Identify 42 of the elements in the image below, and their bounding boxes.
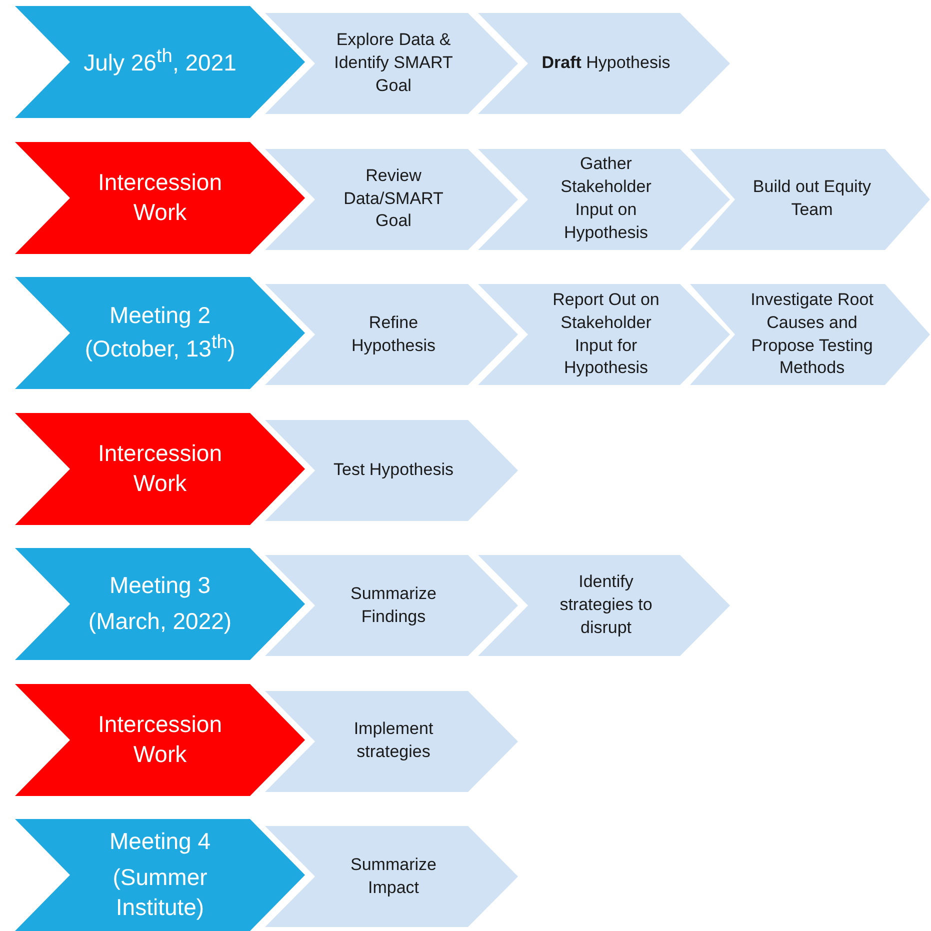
step-label: Summarize Impact (350, 854, 438, 898)
milestone-label: Meeting 3 (109, 571, 210, 600)
milestone-label: July 26$^{th}$, 2021 (84, 45, 236, 78)
step-label: Test Hypothesis (334, 458, 454, 481)
process-step (265, 13, 518, 114)
milestone-step (15, 277, 305, 389)
milestone-step (15, 548, 305, 660)
process-step (265, 148, 518, 250)
step-label: Investigate Root Causes and Propose Testing Methods (750, 288, 874, 380)
milestone-step (15, 6, 305, 118)
process-step (478, 284, 730, 385)
process-step (265, 690, 518, 792)
milestone-label: Intercession Work (96, 710, 223, 768)
process-step (478, 555, 730, 656)
process-step (478, 13, 730, 114)
milestone-label: (Summer Institute) (112, 863, 208, 922)
milestone-label: Meeting 4 (109, 827, 210, 856)
step-label: Report Out on Stakeholder Input for Hypothesis (552, 288, 660, 380)
milestone-label: Intercession Work (96, 438, 223, 498)
process-step (265, 284, 518, 385)
milestone-label: Meeting 2 (October, 13$^{th}$) (84, 301, 236, 364)
process-step (265, 826, 518, 927)
step-label: Draft Hypothesis (542, 52, 670, 74)
milestone-step (15, 684, 305, 796)
process-step (265, 555, 518, 656)
step-label: Identify strategies to disrupt (558, 571, 654, 639)
process-step (265, 420, 518, 520)
step-label: Implement strategies (352, 718, 434, 763)
step-label: Gather Stakeholder Input on Hypothesis (560, 153, 652, 244)
step-label: Explore Data & Identify SMART Goal (333, 29, 454, 97)
milestone-step (15, 142, 305, 254)
milestone-step (15, 412, 305, 524)
milestone-step (15, 819, 305, 931)
process-step (690, 148, 930, 250)
step-label: Review Data/SMART Goal (342, 164, 444, 232)
process-step (690, 284, 930, 385)
step-label: Build out Equity Team (752, 176, 872, 221)
milestone-label: (March, 2022) (88, 607, 232, 636)
milestone-label: Intercession Work (96, 168, 223, 226)
process-step (478, 148, 730, 250)
step-label: Refine Hypothesis (350, 312, 437, 356)
step-label: Summarize Findings (350, 582, 438, 628)
